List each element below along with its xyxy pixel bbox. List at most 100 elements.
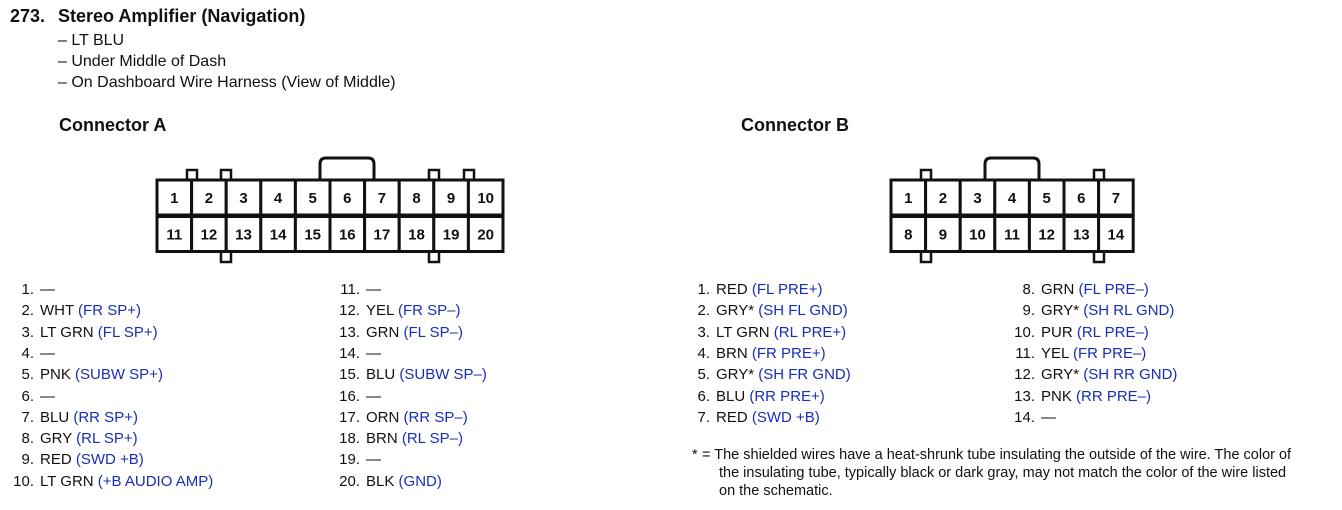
pin-function: (SWD +B) bbox=[71, 451, 144, 469]
pin-number: 20. bbox=[339, 472, 360, 490]
cavity-number: 8 bbox=[412, 190, 420, 207]
wire-color: — bbox=[1041, 408, 1056, 426]
pin-number: 14. bbox=[339, 344, 360, 362]
pin-item: 9.RED (SWD +B) bbox=[4, 449, 144, 470]
pin-number: 3. bbox=[21, 323, 34, 341]
wire-color: BLU bbox=[716, 387, 746, 405]
pin-number: 10. bbox=[13, 472, 34, 490]
pin-number: 11. bbox=[1015, 344, 1035, 362]
pin-function: (SWD +B) bbox=[747, 408, 820, 426]
pin-item: 15.BLU (SUBW SP–) bbox=[330, 364, 487, 385]
wire-color: — bbox=[366, 281, 381, 298]
cavity-number: 3 bbox=[973, 190, 981, 207]
pin-number: 7. bbox=[21, 408, 34, 426]
pin-function: (SH FL GND) bbox=[754, 302, 848, 320]
pin-item: 14.— bbox=[330, 343, 381, 364]
connector-cavity bbox=[1097, 178, 1135, 217]
pin-item: 13.GRN (FL SP–) bbox=[330, 322, 463, 343]
footnote-star: * bbox=[692, 447, 698, 463]
pin-item: 17.ORN (RR SP–) bbox=[330, 407, 468, 428]
wire-color: GRY* bbox=[716, 366, 755, 384]
pin-function: (RR PRE–) bbox=[1071, 387, 1152, 405]
connector-cavity bbox=[1097, 215, 1135, 253]
cavity-number: 1 bbox=[904, 190, 912, 207]
wire-color: PNK bbox=[40, 366, 71, 384]
pin-number: 5. bbox=[697, 366, 710, 384]
pin-item: 14. — bbox=[1005, 407, 1056, 428]
pin-function: (RR SP–) bbox=[399, 408, 468, 426]
pin-item: 18.BRN (RL SP–) bbox=[330, 428, 463, 449]
pin-function: (FL PRE+) bbox=[747, 281, 823, 298]
cavity-number: 14 bbox=[1108, 227, 1125, 244]
wire-color: GRY* bbox=[1041, 302, 1080, 320]
pin-number: 10. bbox=[1014, 323, 1035, 341]
cavity-number: 5 bbox=[309, 190, 317, 207]
pin-function: (FL PRE–) bbox=[1074, 281, 1149, 298]
pin-item: 7.BLU (RR SP+) bbox=[4, 407, 137, 428]
pin-function: (FR SP+) bbox=[73, 302, 141, 320]
wire-color: RED bbox=[40, 451, 72, 469]
pin-item: 5.GRY* (SH FR GND) bbox=[680, 364, 850, 385]
section-number: 273. bbox=[10, 6, 46, 26]
pin-number: 11. bbox=[340, 281, 360, 298]
connector-cavity bbox=[466, 178, 505, 217]
pin-number: 12. bbox=[1014, 366, 1035, 384]
pin-number: 14. bbox=[1014, 408, 1035, 426]
detail-location: – Under Middle of Dash bbox=[58, 53, 227, 70]
pin-function: (RL PRE+) bbox=[769, 323, 847, 341]
cavity-number: 17 bbox=[374, 227, 391, 244]
wire-color: WHT bbox=[40, 302, 74, 320]
cavity-number: 16 bbox=[339, 227, 356, 244]
connector-cavity bbox=[993, 215, 1031, 253]
pin-number: 1. bbox=[697, 281, 710, 298]
pin-number: 4. bbox=[21, 344, 34, 362]
pin-item: 3.LT GRN (FL SP+) bbox=[4, 322, 157, 343]
wire-color: ORN bbox=[366, 408, 400, 426]
pin-item: 13.PNK (RR PRE–) bbox=[1005, 386, 1151, 407]
connector-cavity bbox=[1062, 215, 1101, 253]
pin-number: 6. bbox=[697, 387, 710, 405]
detail-color: – LT BLU bbox=[58, 32, 125, 49]
detail-harness: – On Dashboard Wire Harness (View of Mid… bbox=[58, 74, 396, 91]
cavity-number: 13 bbox=[1073, 227, 1090, 244]
cavity-number: 2 bbox=[939, 190, 947, 207]
pin-number: 9. bbox=[1022, 302, 1035, 320]
pin-number: 3. bbox=[697, 323, 710, 341]
footnote: * = The shielded wires have a heat-shrun… bbox=[692, 446, 1332, 500]
cavity-number: 2 bbox=[205, 190, 213, 207]
footnote-line-3: on the schematic. bbox=[719, 483, 833, 499]
pin-item: 11.YEL (FR PRE–) bbox=[1005, 343, 1146, 364]
pin-number: 18. bbox=[339, 430, 360, 448]
pin-item: 6.— bbox=[4, 386, 55, 407]
pin-item: 10.PUR (RL PRE–) bbox=[1005, 322, 1149, 343]
pin-number: 2. bbox=[697, 302, 710, 320]
pin-item: 10.LT GRN (+B AUDIO AMP) bbox=[4, 471, 213, 492]
wire-color: YEL bbox=[1041, 344, 1069, 362]
cavity-number: 6 bbox=[343, 190, 351, 207]
cavity-number: 11 bbox=[166, 227, 182, 244]
pin-item: 4.BRN (FR PRE+) bbox=[680, 343, 825, 364]
pin-number: 5. bbox=[21, 366, 34, 384]
pin-function: (FR SP–) bbox=[393, 302, 461, 320]
wire-color: — bbox=[40, 281, 55, 298]
pin-function: (SH RL GND) bbox=[1079, 302, 1175, 320]
pin-number: 15. bbox=[339, 366, 360, 384]
wire-color: — bbox=[40, 387, 55, 405]
pin-number: 12. bbox=[339, 302, 360, 320]
cavity-number: 19 bbox=[443, 227, 460, 244]
cavity-number: 9 bbox=[939, 227, 947, 244]
cavity-number: 4 bbox=[1008, 190, 1017, 207]
page-title: 273.Stereo Amplifier (Navigation) bbox=[10, 6, 305, 27]
connector-a-title: Connector A bbox=[59, 115, 167, 135]
cavity-number: 14 bbox=[270, 227, 287, 244]
wire-color: — bbox=[40, 344, 55, 362]
pin-function: (RL SP+) bbox=[71, 430, 138, 448]
pin-number: 2. bbox=[21, 302, 34, 320]
pin-item: 12.GRY* (SH RR GND) bbox=[1005, 364, 1177, 385]
cavity-number: 7 bbox=[378, 190, 386, 207]
wire-color: BLU bbox=[40, 408, 70, 426]
pin-number: 8. bbox=[21, 430, 34, 448]
wire-color: YEL bbox=[366, 302, 394, 320]
cavity-number: 20 bbox=[477, 227, 494, 244]
